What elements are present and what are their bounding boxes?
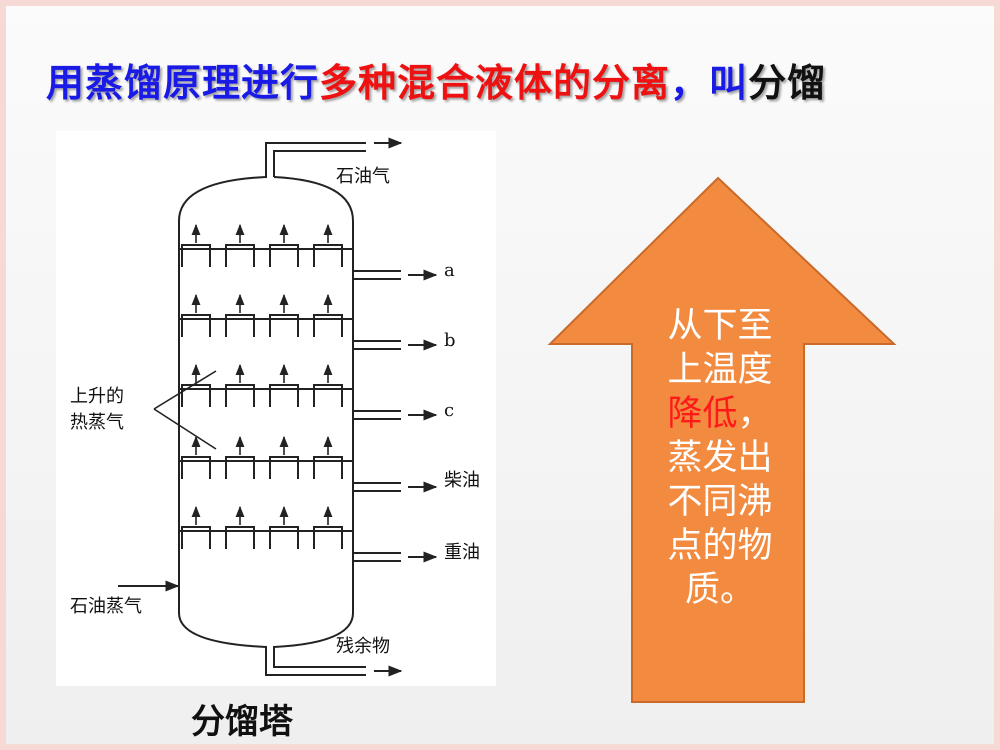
arrow-text-line: 蒸发出 (636, 436, 804, 480)
arrow-text-plain: 不同沸 (667, 482, 773, 522)
tower-drawing (118, 137, 438, 677)
vapor-lines (153, 370, 217, 450)
arrow-text-highlight: 降低 (667, 394, 738, 434)
arrow-text-line: 不同沸 (636, 480, 804, 524)
arrow-text-plain: 从下至 (667, 306, 773, 346)
arrow-text-line: 点的物 (636, 524, 804, 568)
side-outlet-pipe (353, 410, 401, 420)
bubble-cap (269, 384, 299, 407)
label-outlet-b: b (444, 330, 456, 351)
title-part-red: 多种混合液体的分离 (319, 61, 671, 105)
label-rising-vapor-2: 热蒸气 (70, 412, 124, 433)
bubble-cap (313, 314, 343, 337)
bubble-cap (313, 244, 343, 267)
side-outlet-pipe (353, 482, 401, 492)
bubble-cap (181, 244, 211, 267)
arrow-text-plain: 质。 (684, 570, 755, 610)
side-outlet-pipe (353, 552, 401, 562)
label-outlet-a: a (444, 260, 455, 281)
bubble-cap (313, 456, 343, 479)
fractionating-tower-diagram: 石油气 a b c 柴油 重油 上升的 热蒸气 石油蒸气 残余物 (56, 131, 496, 686)
bubble-cap (225, 526, 255, 549)
slide-title: 用蒸馏原理进行多种混合液体的分离，叫分馏 (46, 52, 826, 107)
diagram-caption: 分馏塔 (191, 702, 293, 742)
column-right-wall (273, 176, 354, 613)
bubble-cap (181, 314, 211, 337)
bubble-cap (225, 244, 255, 267)
column-bottom-right (273, 612, 366, 668)
arrow-text-plain: 蒸发出 (667, 438, 773, 478)
top-pipe-inner (273, 150, 366, 177)
bubble-cap (181, 384, 211, 407)
side-outlet-pipe (353, 340, 401, 350)
arrow-text-line: 从下至 (636, 304, 804, 348)
label-outlet-diesel: 柴油 (444, 470, 480, 491)
arrow-text-plain: 点的物 (667, 526, 773, 566)
bubble-cap (313, 384, 343, 407)
side-outlet-pipe (353, 270, 401, 280)
column-bottom-left (178, 612, 366, 676)
slide: 用蒸馏原理进行多种混合液体的分离，叫分馏 (6, 6, 994, 744)
label-outlet-c: c (444, 400, 455, 421)
label-rising-vapor-1: 上升的 (70, 386, 124, 407)
arrow-text-plain: ， (737, 394, 773, 434)
trays-group (179, 223, 353, 549)
arrow-text-plain: 上温度 (667, 350, 773, 390)
title-part-blue: 用蒸馏原理进行 (46, 61, 320, 105)
column-left-wall (178, 142, 366, 613)
bubble-cap (269, 314, 299, 337)
up-arrow-shape (547, 176, 897, 703)
arrow-text-line: 上温度 (636, 348, 804, 392)
title-part-black: 分馏 (748, 61, 827, 105)
bubble-cap (269, 456, 299, 479)
label-top-outlet: 石油气 (336, 166, 390, 187)
bubble-cap (225, 384, 255, 407)
bubble-cap (269, 244, 299, 267)
arrow-text-line: 降低， (636, 392, 804, 436)
label-inlet: 石油蒸气 (70, 596, 142, 617)
title-part-blue-2: 叫 (709, 61, 749, 105)
label-outlet-heavy-oil: 重油 (444, 542, 480, 563)
arrow-text-line: 质。 (636, 568, 804, 612)
bubble-cap (313, 526, 343, 549)
arrow-text: 从下至上温度降低，蒸发出不同沸点的物质。 (636, 304, 804, 612)
bubble-cap (225, 314, 255, 337)
label-bottom-outlet: 残余物 (336, 636, 390, 657)
outlets-group (353, 269, 438, 563)
title-separator: ， (670, 61, 710, 105)
bubble-cap (269, 526, 299, 549)
bubble-cap (225, 456, 255, 479)
bubble-cap (181, 456, 211, 479)
bubble-cap (181, 526, 211, 549)
